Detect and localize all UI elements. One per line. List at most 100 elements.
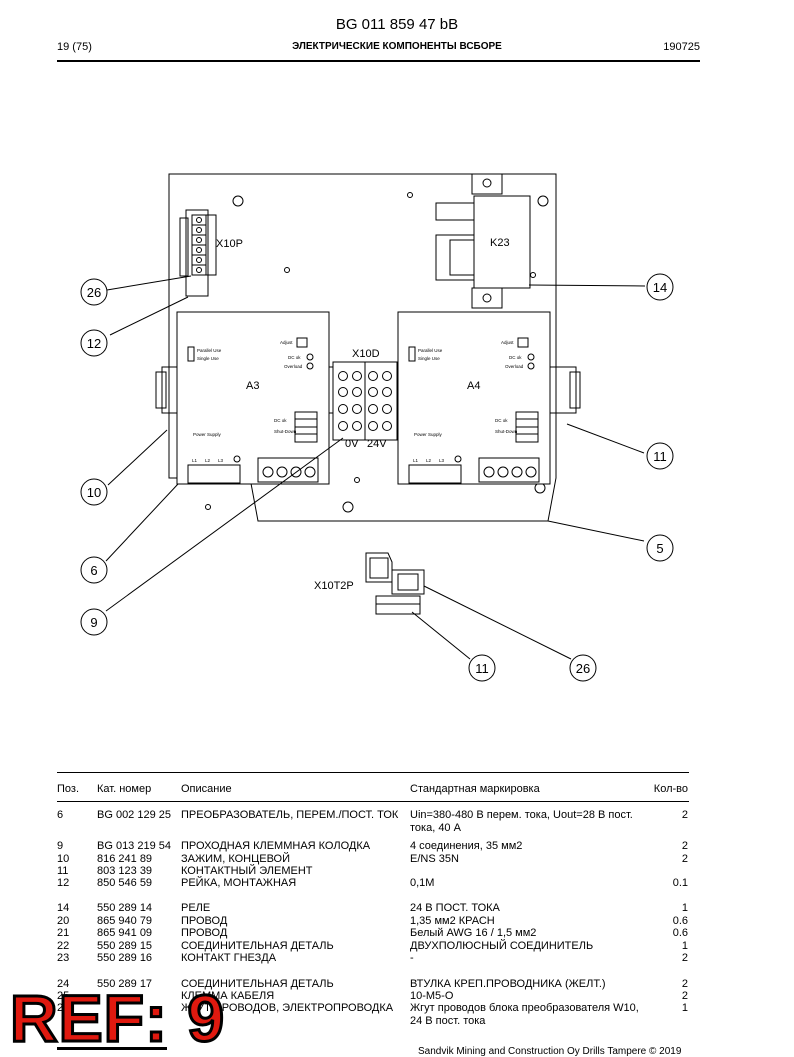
row-marking: 24 В ПОСТ. ТОКА: [410, 902, 650, 915]
header-rule: [57, 60, 700, 62]
svg-text:11: 11: [475, 661, 489, 676]
row-catalog-number: BG 013 219 54: [97, 840, 172, 852]
a3-parallel-use-label: Parallel Use: [197, 348, 222, 353]
power-supply-a4: [397, 311, 551, 485]
row-description: ЖГУТ ПРОВОДОВ, ЭЛЕКТРОПРОВОДКА: [181, 1002, 394, 1014]
callout-10: 10: [80, 478, 108, 506]
row-catalog-number: 803 123 39: [97, 865, 153, 877]
a4-overload-label: Overload: [505, 364, 524, 369]
row-pos: 22: [57, 940, 70, 952]
row-description: РЕЛЕ: [181, 902, 211, 914]
row-pos: 20: [57, 915, 70, 927]
callout-5: 5: [646, 534, 674, 562]
date-code: 190725: [663, 41, 700, 53]
row-quantity: 0.6: [672, 927, 688, 939]
a4-l3-label: L3: [439, 458, 445, 463]
row-marking: Жгут проводов блока преобразователя W10,…: [410, 1002, 650, 1027]
relay-k23: [435, 173, 531, 309]
row-quantity: 0.1: [672, 877, 688, 889]
row-quantity: 0.6: [672, 915, 688, 927]
row-description: РЕЙКА, МОНТАЖНАЯ: [181, 877, 297, 889]
row-catalog-number: 865 941 09: [97, 927, 153, 939]
svg-text:26: 26: [87, 285, 101, 300]
a4-dc-ok-relay-label: DC ok: [495, 418, 508, 423]
a3-l3-label: L3: [218, 458, 224, 463]
row-marking-line1: Uin=380-480 В перем. тока, Uout=28 В пос…: [410, 809, 633, 821]
row-pos: 25: [57, 990, 70, 1002]
row-catalog-number: 550 289 17: [97, 978, 153, 990]
row-marking-line1: 10-M5-O: [410, 990, 454, 1002]
row-description: СОЕДИНИТЕЛЬНАЯ ДЕТАЛЬ: [181, 978, 334, 990]
terminal-block-x10p: [191, 214, 217, 276]
row-pos: 10: [57, 853, 70, 865]
label-a3: A3: [246, 380, 259, 392]
row-quantity: 2: [681, 978, 688, 990]
row-quantity: 1: [681, 1002, 688, 1014]
row-quantity: 2: [681, 853, 688, 865]
label-x10d: X10D: [352, 348, 380, 360]
row-pos: 6: [57, 809, 64, 821]
row-marking: 0,1M: [410, 877, 650, 890]
row-quantity: 2: [681, 952, 688, 964]
header-qty: Кол-во: [653, 783, 688, 795]
row-marking-line2: 24 В пост. тока: [410, 1014, 486, 1027]
header-cat: Кат. номер: [97, 783, 152, 795]
a4-dc-ok-label: DC ok: [509, 355, 522, 360]
row-description: ПРОХОДНАЯ КЛЕММНАЯ КОЛОДКА: [181, 840, 371, 852]
callout-14: 14: [646, 273, 674, 301]
a3-dc-ok-relay-label: DC ok: [274, 418, 287, 423]
row-catalog-number: 865 940 79: [97, 915, 153, 927]
svg-text:10: 10: [87, 485, 101, 500]
callout-26-bottom: 26: [569, 654, 597, 682]
label-24v: 24V: [367, 438, 387, 450]
document-number: BG 011 859 47 bB: [335, 16, 459, 33]
callout-11-right: 11: [646, 442, 674, 470]
label-x10t2p: X10T2P: [314, 580, 354, 592]
a3-single-use-label: Single Use: [197, 356, 219, 361]
svg-text:9: 9: [90, 615, 97, 630]
a3-power-supply-label: Power Supply: [193, 432, 222, 437]
row-marking-line1: 0,1M: [410, 877, 435, 889]
row-marking-line1: ДВУХПОЛЮСНЫЙ СОЕДИНИТЕЛЬ: [410, 940, 594, 952]
row-pos: 9: [57, 840, 64, 852]
a3-overload-label: Overload: [284, 364, 303, 369]
power-supply-a3: [176, 311, 330, 485]
row-description: ПРЕОБРАЗОВАТЕЛЬ, ПЕРЕМ./ПОСТ. ТОК: [181, 809, 399, 821]
section-title: ЭЛЕКТРИЧЕСКИЕ КОМПОНЕНТЫ ВСБОРЕ: [292, 41, 502, 52]
row-pos: 11: [57, 865, 69, 877]
a3-dc-ok-label: DC ok: [288, 355, 301, 360]
row-description: СОЕДИНИТЕЛЬНАЯ ДЕТАЛЬ: [181, 940, 334, 952]
row-description: ПРОВОД: [181, 915, 228, 927]
row-quantity: 1: [681, 902, 688, 914]
row-marking: 1,35 мм2 КРАСН: [410, 915, 650, 928]
row-marking-line1: Белый AWG 16 / 1,5 мм2: [410, 927, 537, 939]
row-marking-line1: -: [410, 952, 414, 964]
header-desc: Описание: [181, 783, 232, 795]
a4-adjust-label: Adjust: [501, 340, 514, 345]
row-marking: -: [410, 952, 650, 965]
row-marking-line1: 4 соединения, 35 мм2: [410, 840, 523, 852]
terminal-block-x10d: [332, 361, 398, 441]
svg-text:14: 14: [653, 280, 667, 295]
ref-stamp: REF: 9: [8, 981, 226, 1055]
row-pos: 23: [57, 952, 70, 964]
row-marking-line1: E/NS 35N: [410, 853, 459, 865]
a3-shut-down-label: Shut-Down: [274, 429, 297, 434]
page-number: 19 (75): [57, 41, 92, 53]
row-marking-line1: Жгут проводов блока преобразователя W10,: [410, 1002, 639, 1014]
callout-6: 6: [80, 556, 108, 584]
row-description: ПРОВОД: [181, 927, 228, 939]
row-pos: 24: [57, 978, 70, 990]
svg-text:26: 26: [576, 661, 590, 676]
row-marking: E/NS 35N: [410, 853, 650, 866]
assembly-drawing: X10P K23 A3 A4 X10D 0V 24V X10T2P Adjust…: [80, 173, 674, 682]
callout-26-left: 26: [80, 278, 108, 306]
callout-12: 12: [80, 329, 108, 357]
row-marking-line2: тока, 40 А: [410, 821, 461, 834]
header-pos: Поз.: [57, 783, 79, 795]
a3-l2-label: L2: [205, 458, 211, 463]
svg-text:11: 11: [653, 449, 667, 464]
row-pos: 14: [57, 902, 70, 914]
row-description: ЗАЖИМ, КОНЦЕВОЙ: [181, 853, 291, 865]
label-k23: K23: [490, 237, 510, 249]
